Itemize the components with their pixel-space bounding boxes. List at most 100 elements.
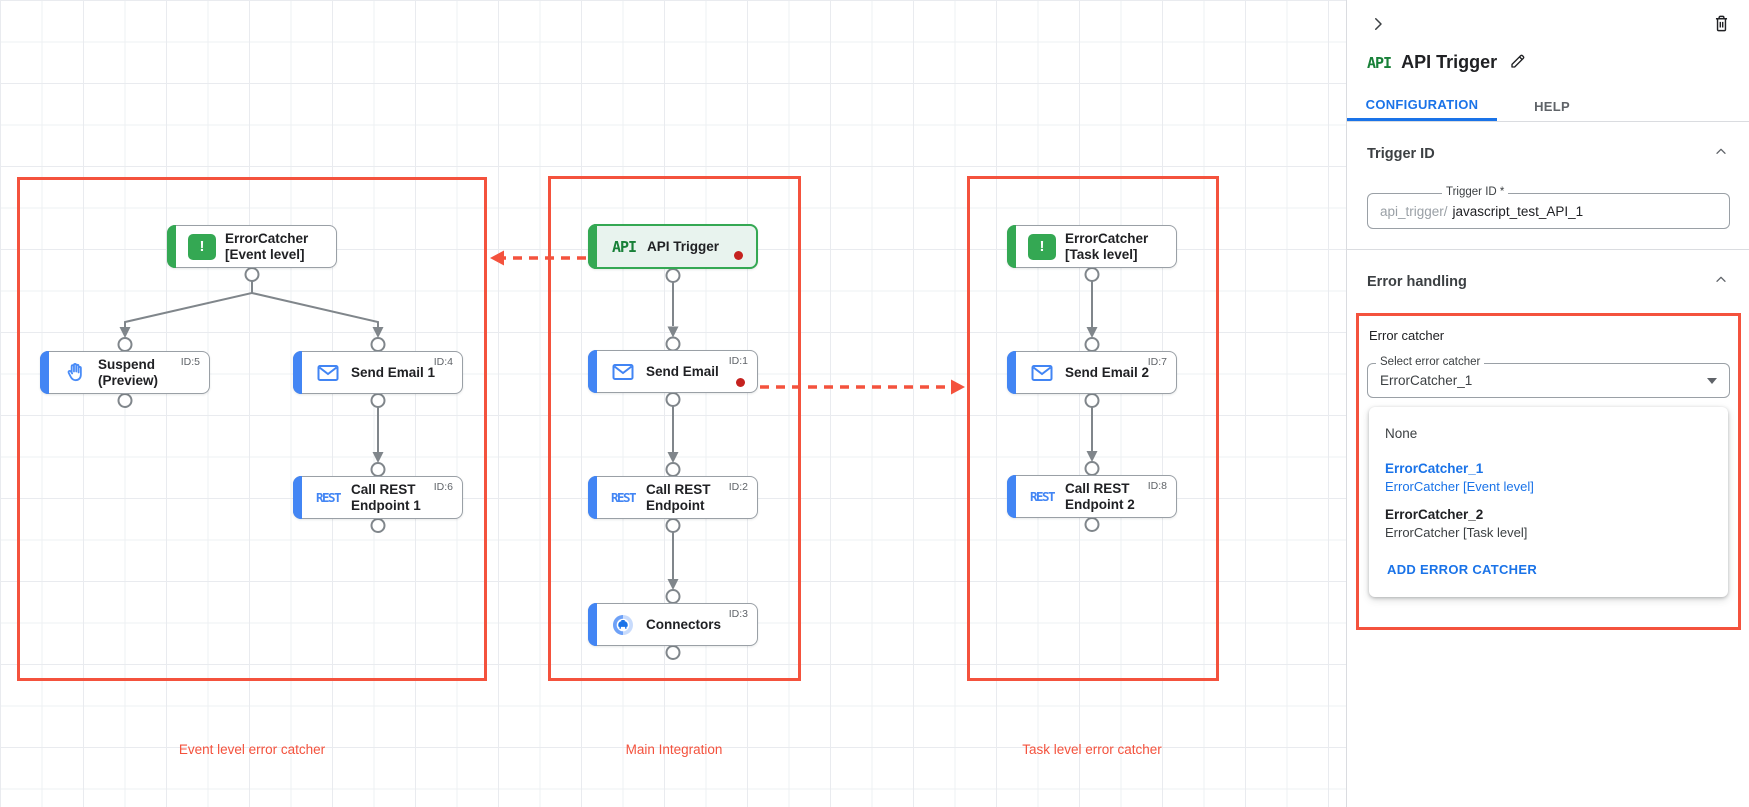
node-accent-bar <box>588 603 597 646</box>
node-id-label: ID:6 <box>433 481 453 493</box>
panel-tabs: CONFIGURATION HELP <box>1347 91 1749 122</box>
section-heading-error-handling: Error handling <box>1367 273 1467 290</box>
node-errorcatcher-task-level[interactable]: ! ErrorCatcher [Task level] <box>1007 225 1177 268</box>
option-errorcatcher-2[interactable]: ErrorCatcher_2 ErrorCatcher [Task level] <box>1385 507 1712 540</box>
node-id-label: ID:7 <box>1147 356 1167 368</box>
node-accent-bar <box>1007 351 1016 394</box>
annotation-label-event-level: Event level error catcher <box>178 742 326 757</box>
panel-title: API Trigger <box>1401 52 1498 72</box>
node-label: Suspend (Preview) <box>98 357 159 388</box>
node-id-label: ID:2 <box>728 481 748 493</box>
node-call-rest-endpoint-2[interactable]: REST Call REST Endpoint 2 ID:8 <box>1007 475 1177 518</box>
node-errorcatcher-event-level[interactable]: ! ErrorCatcher [Event level] <box>167 225 337 268</box>
trigger-id-value: javascript_test_API_1 <box>1452 203 1584 219</box>
node-id-label: ID:3 <box>728 608 748 620</box>
tab-help[interactable]: HELP <box>1497 91 1607 121</box>
collapse-panel-button[interactable] <box>1367 13 1389 38</box>
error-catcher-icon: ! <box>1028 233 1056 260</box>
node-send-email-2[interactable]: Send Email 2 ID:7 <box>1007 351 1177 394</box>
pencil-icon <box>1509 52 1527 73</box>
node-label: Call REST Endpoint <box>646 482 711 513</box>
chevron-up-icon <box>1713 272 1729 291</box>
node-label: API Trigger <box>647 238 720 254</box>
node-accent-bar <box>40 351 49 394</box>
workflow-canvas[interactable]: ! ErrorCatcher [Event level] Suspend (Pr… <box>0 0 1346 807</box>
edit-title-button[interactable] <box>1507 50 1529 75</box>
section-divider <box>1347 249 1749 250</box>
node-label: ErrorCatcher [Event level] <box>225 231 309 262</box>
option-name: ErrorCatcher_2 <box>1385 507 1484 522</box>
config-panel: API API Trigger CONFIGURATION HELP Trigg… <box>1346 0 1749 807</box>
option-detail: ErrorCatcher [Task level] <box>1385 525 1528 540</box>
annotation-label-main: Main Integration <box>625 742 723 757</box>
error-catcher-annotation-box: Error catcher Select error catcher Error… <box>1356 313 1741 630</box>
select-error-catcher-label: Select error catcher <box>1376 356 1485 368</box>
node-label: Send Email 1 <box>351 364 436 380</box>
node-id-label: ID:1 <box>728 355 748 367</box>
option-none[interactable]: None <box>1385 426 1418 441</box>
select-error-catcher[interactable]: Select error catcher ErrorCatcher_1 <box>1367 356 1730 398</box>
node-accent-bar <box>588 350 597 393</box>
node-accent-bar <box>1007 475 1016 518</box>
node-accent-bar <box>1007 225 1016 268</box>
option-errorcatcher-1[interactable]: ErrorCatcher_1 ErrorCatcher [Event level… <box>1385 461 1712 494</box>
node-accent-bar <box>293 351 302 394</box>
error-catcher-icon: ! <box>188 233 216 260</box>
node-accent-bar <box>293 476 302 519</box>
email-icon <box>1028 361 1056 385</box>
dropdown-arrow-icon <box>1707 377 1717 384</box>
node-accent-bar <box>167 225 176 268</box>
annotation-box-event-level <box>17 177 487 681</box>
trigger-id-prefix: api_trigger/ <box>1380 203 1448 219</box>
annotation-box-main <box>548 176 801 681</box>
edit-status-dot <box>734 251 743 260</box>
node-label: Call REST Endpoint 2 <box>1065 481 1135 512</box>
node-call-rest-endpoint[interactable]: REST Call REST Endpoint ID:2 <box>588 476 758 519</box>
node-label: Connectors <box>646 616 722 632</box>
node-id-label: ID:8 <box>1147 480 1167 492</box>
api-trigger-badge-icon: API <box>1367 53 1392 72</box>
api-icon: API <box>611 237 637 256</box>
error-catcher-label: Error catcher <box>1369 328 1445 343</box>
add-error-catcher-button[interactable]: ADD ERROR CATCHER <box>1387 562 1538 577</box>
node-send-email[interactable]: Send Email ID:1 <box>588 350 758 393</box>
rest-icon: REST <box>610 490 637 505</box>
rest-icon: REST <box>1029 489 1056 504</box>
node-connectors[interactable]: Connectors ID:3 <box>588 603 758 646</box>
collapse-section-error-handling-button[interactable] <box>1711 270 1731 293</box>
node-label: ErrorCatcher [Task level] <box>1065 231 1149 262</box>
trigger-id-field-label: Trigger ID * <box>1442 186 1509 198</box>
suspend-hand-icon <box>61 361 89 384</box>
email-icon <box>609 360 637 384</box>
email-icon <box>314 361 342 385</box>
edit-status-dot <box>736 378 745 387</box>
node-id-label: ID:4 <box>433 356 453 368</box>
annotation-box-task-level <box>967 176 1219 681</box>
node-id-label: ID:5 <box>180 356 200 368</box>
chevron-up-icon <box>1713 144 1729 163</box>
node-call-rest-endpoint-1[interactable]: REST Call REST Endpoint 1 ID:6 <box>293 476 463 519</box>
chevron-right-icon <box>1369 15 1387 36</box>
node-api-trigger[interactable]: API API Trigger <box>588 224 758 269</box>
node-suspend[interactable]: Suspend (Preview) ID:5 <box>40 351 210 394</box>
collapse-section-trigger-id-button[interactable] <box>1711 142 1731 165</box>
node-accent-bar <box>588 224 597 269</box>
option-name: ErrorCatcher_1 <box>1385 461 1484 476</box>
delete-trigger-button[interactable] <box>1710 12 1733 38</box>
section-heading-trigger-id: Trigger ID <box>1367 145 1435 162</box>
workflow-links <box>117 250 1100 660</box>
node-label: Send Email <box>646 363 719 379</box>
option-detail: ErrorCatcher [Event level] <box>1385 479 1534 494</box>
trash-icon <box>1712 14 1731 36</box>
rest-icon: REST <box>315 490 342 505</box>
node-send-email-1[interactable]: Send Email 1 ID:4 <box>293 351 463 394</box>
node-label: Call REST Endpoint 1 <box>351 482 421 513</box>
node-label: Send Email 2 <box>1065 364 1150 380</box>
trigger-id-input[interactable]: Trigger ID * api_trigger/ javascript_tes… <box>1367 186 1730 229</box>
node-accent-bar <box>588 476 597 519</box>
annotation-label-task-level: Task level error catcher <box>1022 742 1162 757</box>
connectors-icon <box>609 613 637 637</box>
select-error-catcher-value: ErrorCatcher_1 <box>1380 373 1473 388</box>
tab-configuration[interactable]: CONFIGURATION <box>1347 91 1497 121</box>
